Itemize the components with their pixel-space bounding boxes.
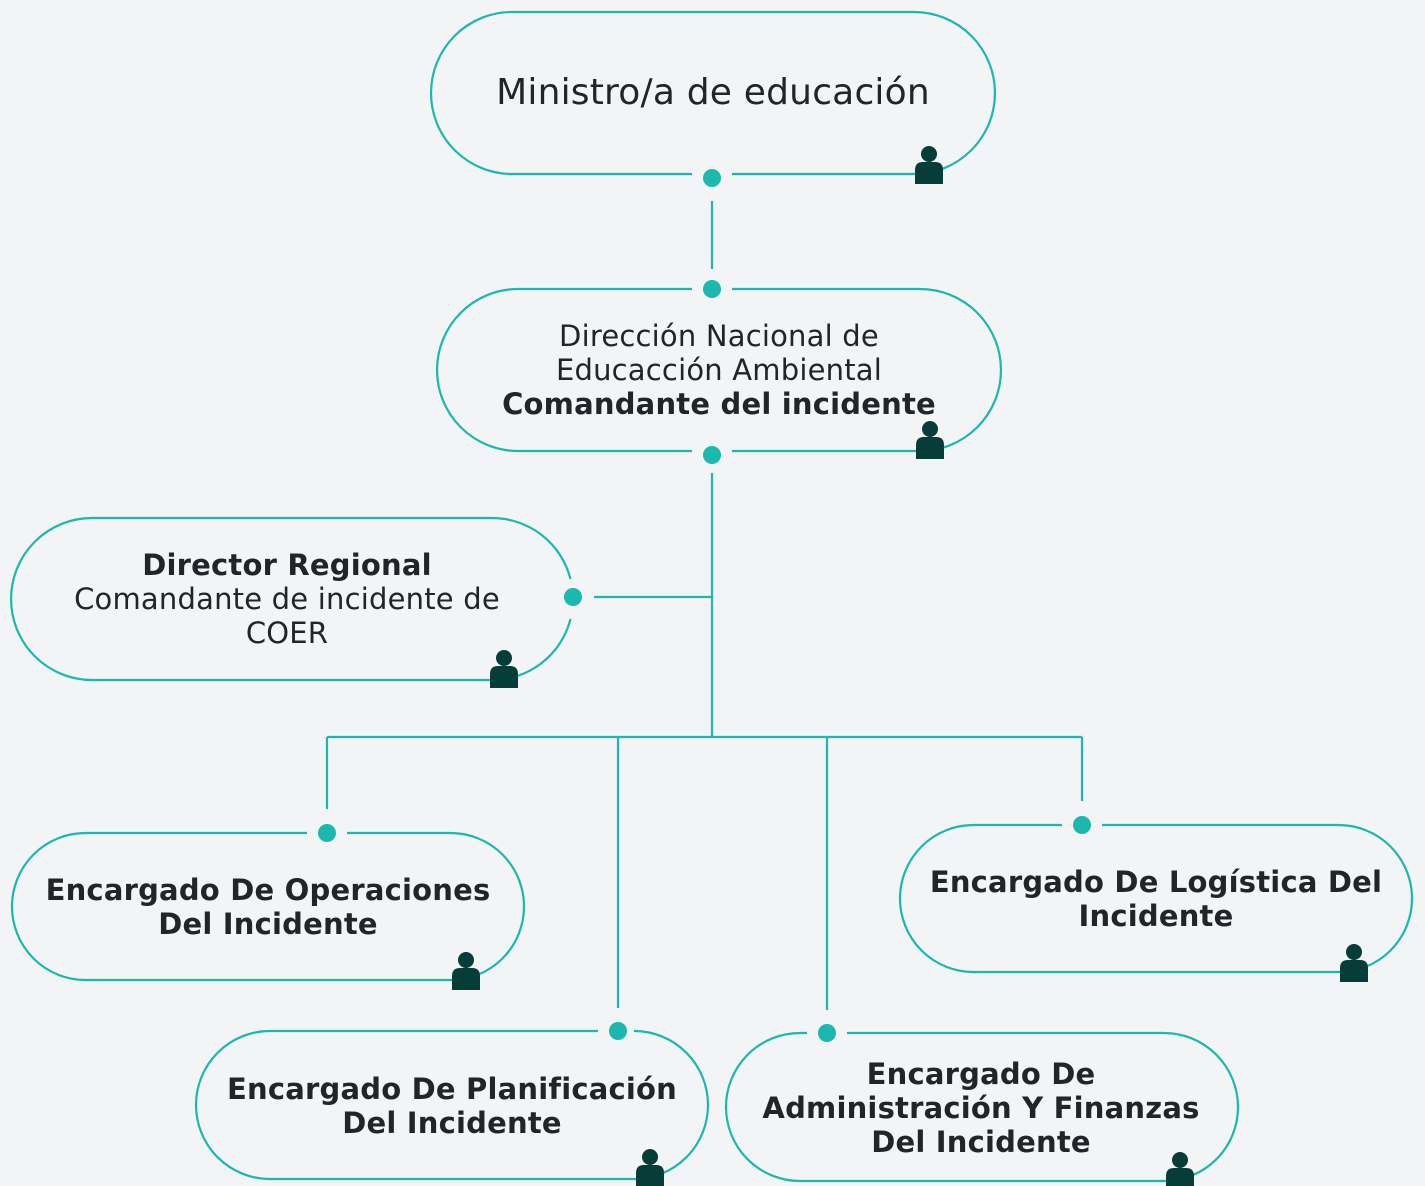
person-icon bbox=[490, 650, 518, 688]
node-administracion-top-dot bbox=[818, 1024, 836, 1042]
node-direccion-line2: Educacción Ambiental bbox=[555, 353, 883, 387]
node-planificacion-line1: Encargado De Planificación bbox=[226, 1071, 678, 1106]
node-director-regional-title: Director Regional bbox=[142, 548, 432, 582]
node-operaciones-top-dot bbox=[318, 824, 336, 842]
node-logistica-top-dot bbox=[1073, 816, 1091, 834]
node-planificacion: Encargado De Planificación Del Incidente bbox=[196, 1032, 708, 1179]
node-ministro-bottom-dot bbox=[703, 169, 721, 187]
node-operaciones: Encargado De Operaciones Del Incidente bbox=[12, 833, 524, 980]
node-direccion: Dirección Nacional de Educacción Ambient… bbox=[438, 289, 1000, 451]
node-logistica-line2: Incidente bbox=[1078, 898, 1234, 933]
person-icon bbox=[452, 952, 480, 990]
node-director-regional-line2: COER bbox=[245, 616, 329, 650]
node-administracion-line1: Encargado De bbox=[866, 1056, 1096, 1091]
node-operaciones-line1: Encargado De Operaciones bbox=[45, 872, 491, 907]
person-icon bbox=[916, 421, 944, 459]
node-director_regional-right-dot bbox=[564, 588, 582, 606]
node-planificacion-top-dot bbox=[609, 1022, 627, 1040]
node-administracion-line2: Administración Y Finanzas bbox=[762, 1090, 1200, 1125]
node-logistica-line1: Encargado De Logística Del bbox=[929, 864, 1383, 899]
node-logistica-outline bbox=[898, 823, 1414, 974]
node-planificacion-outline bbox=[194, 1029, 710, 1181]
person-icon bbox=[915, 146, 943, 184]
node-ministro: Ministro/a de educación bbox=[432, 12, 994, 174]
node-administracion-outline bbox=[724, 1031, 1240, 1183]
node-director-regional-line1: Comandante de incidente de bbox=[74, 582, 500, 616]
node-ministro-label: Ministro/a de educación bbox=[496, 72, 930, 113]
person-icon bbox=[1166, 1152, 1194, 1186]
node-ministro-outline bbox=[429, 10, 997, 176]
node-administracion-line3: Del Incidente bbox=[871, 1124, 1091, 1159]
node-direccion-top-dot bbox=[703, 280, 721, 298]
node-operaciones-line2: Del Incidente bbox=[158, 906, 378, 941]
node-direccion-bottom-dot bbox=[703, 446, 721, 464]
node-director_regional-outline bbox=[9, 516, 572, 682]
node-logistica: Encargado De Logística Del Incidente bbox=[900, 825, 1412, 972]
person-icon bbox=[1340, 944, 1368, 982]
person-icon bbox=[636, 1149, 664, 1186]
node-operaciones-outline bbox=[10, 831, 526, 982]
node-planificacion-line2: Del Incidente bbox=[342, 1105, 562, 1140]
node-direccion-outline bbox=[435, 287, 1003, 453]
node-administracion: Encargado De Administración Y Finanzas D… bbox=[726, 1034, 1236, 1181]
node-direccion-line1: Dirección Nacional de bbox=[559, 319, 879, 353]
node-direccion-role: Comandante del incidente bbox=[502, 387, 936, 421]
node-director-regional: Director Regional Comandante de incident… bbox=[11, 518, 563, 680]
